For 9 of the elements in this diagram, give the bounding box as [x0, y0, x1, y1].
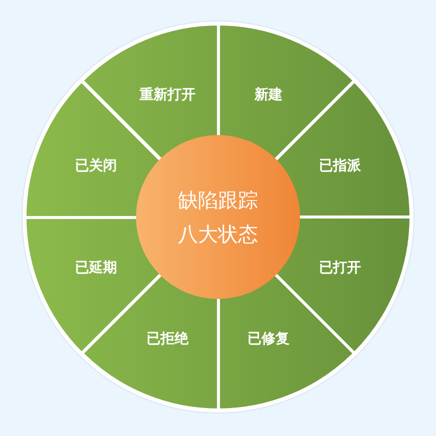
sector-label: 已关闭 [75, 157, 118, 176]
sector-label: 已拒绝 [146, 330, 188, 348]
sector-label: 已打开 [318, 258, 361, 276]
sector-label: 已修复 [248, 330, 290, 348]
center-label: 缺陷跟踪八大状态 [177, 187, 259, 248]
sector-label: 已延期 [75, 258, 118, 276]
sector-label: 已指派 [318, 157, 361, 176]
sector-label: 新建 [254, 86, 282, 104]
sector-label: 重新打开 [139, 86, 196, 104]
